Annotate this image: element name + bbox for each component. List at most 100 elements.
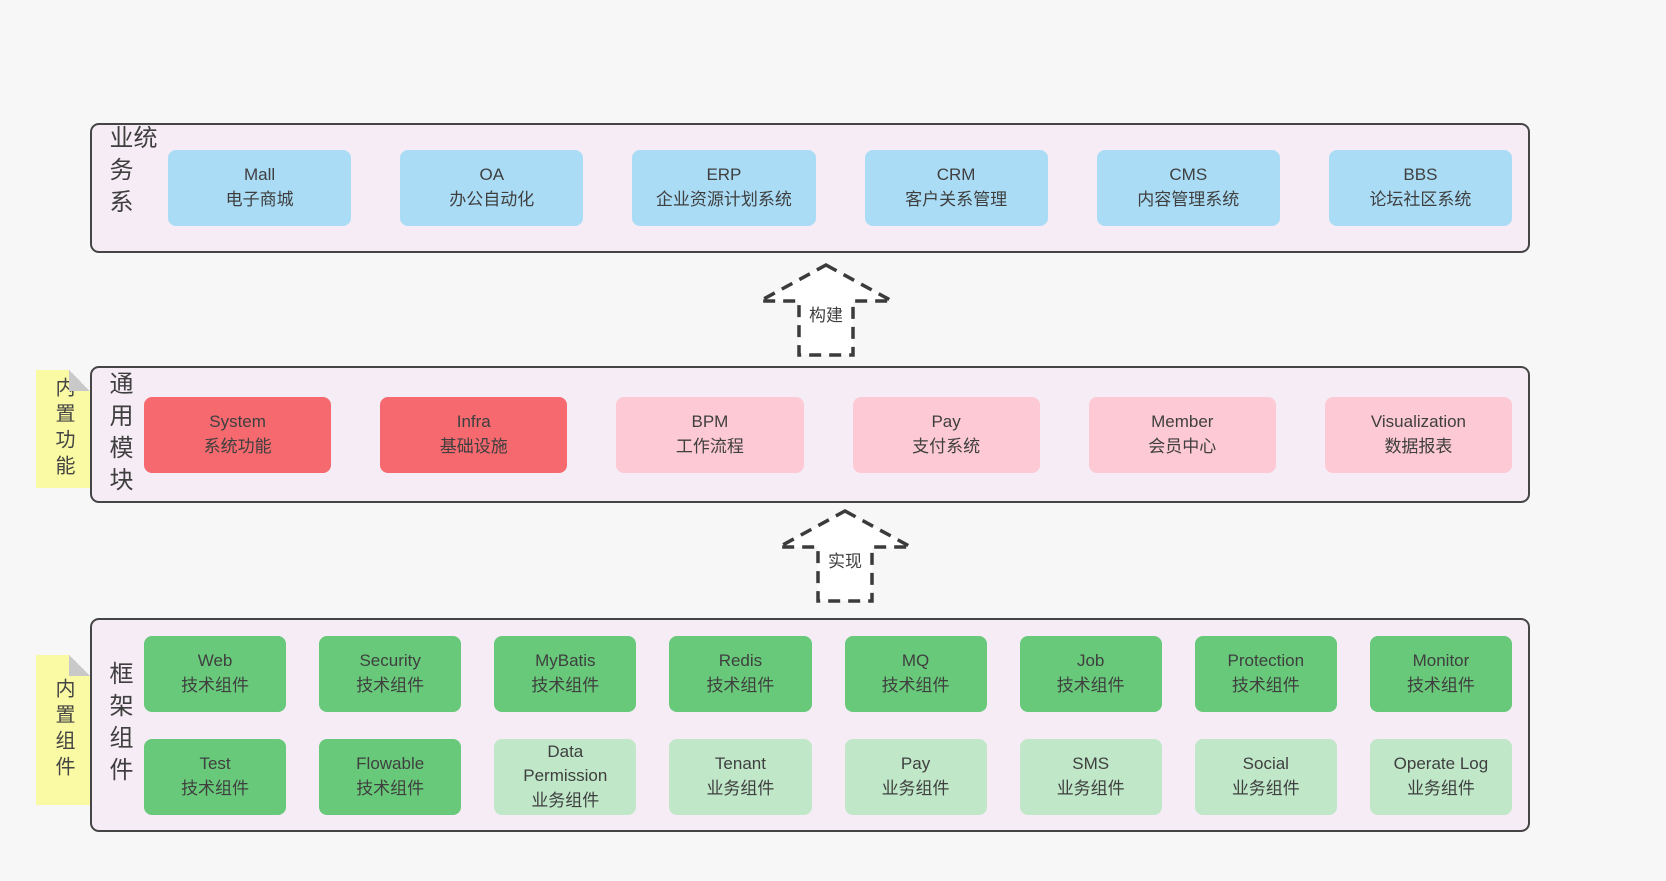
box-subtitle: 基础设施 xyxy=(439,436,508,456)
box-visualization: Visualization 数据报表 xyxy=(1324,396,1513,473)
box-sms: SMS 业务组件 xyxy=(1019,738,1162,815)
box-subtitle: 办公自动化 xyxy=(449,190,535,209)
box-subtitle: 业务组件 xyxy=(706,778,775,798)
box-oa: OA 办公自动化 xyxy=(400,150,584,226)
box-operate-log: Operate Log 业务组件 xyxy=(1369,738,1512,815)
box-title: BPM xyxy=(691,411,729,431)
folded-corner-icon xyxy=(69,370,90,391)
box-redis: Redis 技术组件 xyxy=(669,635,812,712)
box-title: SMS xyxy=(1072,753,1110,773)
box-subtitle: 技术组件 xyxy=(1406,675,1475,695)
box-protection: Protection 技术组件 xyxy=(1194,635,1337,712)
sticky-label: 内置组件 xyxy=(52,678,74,782)
box-job: Job 技术组件 xyxy=(1019,635,1162,712)
box-social: Social 业务组件 xyxy=(1194,738,1337,815)
box-subtitle: 会员中心 xyxy=(1148,436,1217,456)
box-title: Pay xyxy=(900,753,931,773)
folded-corner-icon xyxy=(69,655,90,676)
box-subtitle: 数据报表 xyxy=(1384,436,1453,456)
arrow-label: 实现 xyxy=(824,546,866,573)
box-subtitle: 业务组件 xyxy=(881,778,950,798)
box-mall: Mall 电子商城 xyxy=(168,150,352,226)
arrow-label: 构建 xyxy=(805,300,847,327)
box-subtitle: 技术组件 xyxy=(1231,675,1300,695)
box-title: System xyxy=(209,411,266,431)
framework-components-grid: Web 技术组件 Security 技术组件 MyBatis 技术组件 Redi… xyxy=(130,635,1528,815)
box-title: Data Permission xyxy=(523,741,608,786)
box-subtitle: 工作流程 xyxy=(675,436,744,456)
band-label: 框架组件 xyxy=(105,661,132,789)
box-subtitle: 业务组件 xyxy=(1406,778,1475,798)
box-title: ERP xyxy=(706,165,742,185)
box-title: OA xyxy=(479,165,505,185)
box-tenant: Tenant 业务组件 xyxy=(669,738,812,815)
box-data-permission: Data Permission 业务组件 xyxy=(494,738,637,815)
box-title: Member xyxy=(1151,411,1214,431)
box-subtitle: 企业资源计划系统 xyxy=(655,190,792,209)
box-title: Job xyxy=(1076,650,1105,670)
box-title: Infra xyxy=(456,411,491,431)
box-infra: Infra 基础设施 xyxy=(380,396,568,473)
box-erp: ERP 企业资源计划系统 xyxy=(632,150,816,226)
box-member: Member 会员中心 xyxy=(1088,396,1276,473)
band-common-modules: 通用模块 System 系统功能 Infra 基础设施 BPM 工作流程 Pay… xyxy=(90,366,1530,503)
box-pay-component: Pay 业务组件 xyxy=(844,738,987,815)
box-subtitle: 支付系统 xyxy=(912,436,981,456)
box-subtitle: 技术组件 xyxy=(181,675,250,695)
box-subtitle: 论坛社区系统 xyxy=(1369,190,1472,209)
box-subtitle: 技术组件 xyxy=(356,675,425,695)
box-subtitle: 技术组件 xyxy=(706,675,775,695)
box-web: Web 技术组件 xyxy=(144,635,287,712)
box-mybatis: MyBatis 技术组件 xyxy=(494,635,637,712)
box-title: BBS xyxy=(1403,165,1438,185)
box-title: CRM xyxy=(936,165,976,185)
box-title: Monitor xyxy=(1412,650,1470,670)
box-mq: MQ 技术组件 xyxy=(844,635,987,712)
band-framework-components: 框架组件 Web 技术组件 Security 技术组件 MyBatis 技术组件… xyxy=(90,618,1530,832)
box-subtitle: 业务组件 xyxy=(1231,778,1300,798)
box-bpm: BPM 工作流程 xyxy=(616,396,804,473)
box-title: Protection xyxy=(1227,650,1305,670)
box-subtitle: 电子商城 xyxy=(225,190,294,209)
box-subtitle: 业务组件 xyxy=(1056,778,1125,798)
box-title: Test xyxy=(199,753,231,773)
arrow-implement: 实现 xyxy=(775,506,915,606)
sticky-label: 内置功能 xyxy=(52,377,74,481)
arrow-build: 构建 xyxy=(756,260,896,360)
box-security: Security 技术组件 xyxy=(319,635,462,712)
band-label: 通用模块 xyxy=(105,370,132,499)
box-subtitle: 技术组件 xyxy=(1056,675,1125,695)
box-title: Security xyxy=(359,650,421,670)
box-subtitle: 技术组件 xyxy=(356,778,425,798)
common-modules-row: System 系统功能 Infra 基础设施 BPM 工作流程 Pay 支付系统… xyxy=(130,396,1528,473)
box-title: Operate Log xyxy=(1393,753,1489,773)
box-crm: CRM 客户关系管理 xyxy=(864,150,1048,226)
box-pay: Pay 支付系统 xyxy=(852,396,1040,473)
box-subtitle: 业务组件 xyxy=(531,790,600,810)
box-title: Visualization xyxy=(1370,411,1467,431)
box-title: Tenant xyxy=(714,753,766,773)
sticky-note-builtin-features: 内置功能 xyxy=(36,370,90,488)
box-title: MyBatis xyxy=(535,650,596,670)
box-subtitle: 技术组件 xyxy=(531,675,600,695)
box-flowable: Flowable 技术组件 xyxy=(319,738,462,815)
band-business-systems: 业务系统 Mall 电子商城 OA 办公自动化 ERP 企业资源计划系统 CRM… xyxy=(90,123,1530,253)
box-title: Flowable xyxy=(356,753,425,773)
box-title: Redis xyxy=(718,650,763,670)
box-system: System 系统功能 xyxy=(144,396,332,473)
box-title: Web xyxy=(197,650,233,670)
box-title: Social xyxy=(1242,753,1289,773)
sticky-note-builtin-components: 内置组件 xyxy=(36,655,90,805)
box-cms: CMS 内容管理系统 xyxy=(1096,150,1280,226)
band-label: 业务系统 xyxy=(105,125,156,221)
box-title: MQ xyxy=(901,650,930,670)
box-monitor: Monitor 技术组件 xyxy=(1369,635,1512,712)
business-systems-row: Mall 电子商城 OA 办公自动化 ERP 企业资源计划系统 CRM 客户关系… xyxy=(154,150,1528,226)
box-subtitle: 内容管理系统 xyxy=(1137,190,1240,209)
box-title: Pay xyxy=(931,411,961,431)
box-subtitle: 技术组件 xyxy=(881,675,950,695)
box-subtitle: 系统功能 xyxy=(203,436,272,456)
box-subtitle: 技术组件 xyxy=(181,778,250,798)
box-subtitle: 客户关系管理 xyxy=(905,190,1008,209)
